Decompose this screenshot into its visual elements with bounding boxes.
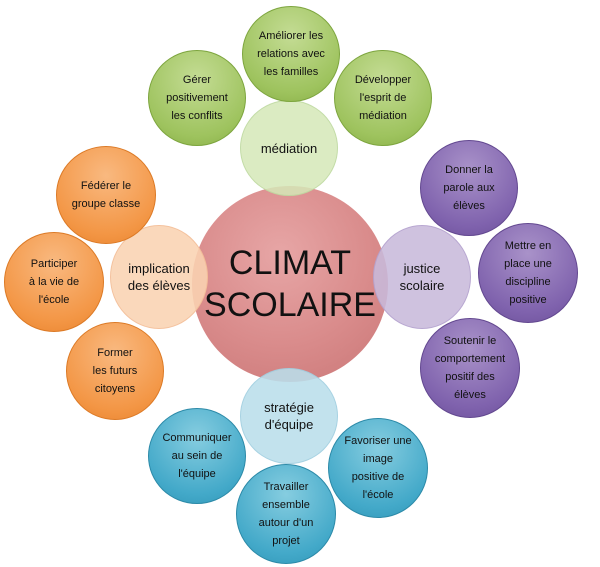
category-mediation: médiation (240, 100, 338, 196)
mediation-item-label: Développer l'esprit de médiation (354, 74, 412, 122)
justice-item-discipline: Mettre en place une discipline positive (478, 223, 578, 323)
strategie-item-communiquer: Communiquer au sein de l'équipe (148, 408, 246, 504)
implication-item-former: Former les futurs citoyens (66, 322, 164, 420)
category-label: implication des élèves (127, 261, 191, 293)
category-strategie: stratégie d'équipe (240, 368, 338, 464)
mediation-item-conflits: Gérer positivement les conflits (148, 50, 246, 146)
center-circle: CLIMAT SCOLAIRE (192, 186, 388, 382)
mediation-item-label: Améliorer les relations avec les famille… (257, 30, 325, 78)
justice-item-comportement: Soutenir le comportement positif des élè… (420, 318, 520, 418)
implication-item-label: Participer à la vie de l'école (28, 258, 80, 306)
implication-item-label: Fédérer le groupe classe (71, 180, 141, 210)
implication-item-federer: Fédérer le groupe classe (56, 146, 156, 244)
category-label: stratégie d'équipe (264, 400, 314, 432)
justice-item-label: Soutenir le comportement positif des élè… (434, 335, 506, 401)
category-implication: implication des élèves (110, 225, 208, 329)
strategie-item-label: Communiquer au sein de l'équipe (162, 432, 232, 480)
category-label: médiation (260, 140, 318, 156)
justice-item-label: Mettre en place une discipline positive (504, 240, 552, 306)
implication-item-participer: Participer à la vie de l'école (4, 232, 104, 332)
mediation-item-label: Gérer positivement les conflits (166, 74, 228, 122)
center-title: CLIMAT SCOLAIRE (204, 244, 376, 324)
strategie-item-label: Favoriser une image positive de l'école (344, 435, 412, 501)
category-label: justice scolaire (399, 261, 445, 293)
justice-item-parole: Donner la parole aux élèves (420, 140, 518, 236)
strategie-item-label: Travailler ensemble autour d'un projet (258, 481, 314, 547)
mediation-item-familles: Améliorer les relations avec les famille… (242, 6, 340, 102)
strategie-item-image: Favoriser une image positive de l'école (328, 418, 428, 518)
mediation-item-esprit: Développer l'esprit de médiation (334, 50, 432, 146)
justice-item-label: Donner la parole aux élèves (443, 164, 495, 212)
implication-item-label: Former les futurs citoyens (92, 347, 138, 395)
strategie-item-travailler: Travailler ensemble autour d'un projet (236, 464, 336, 564)
category-justice: justice scolaire (373, 225, 471, 329)
